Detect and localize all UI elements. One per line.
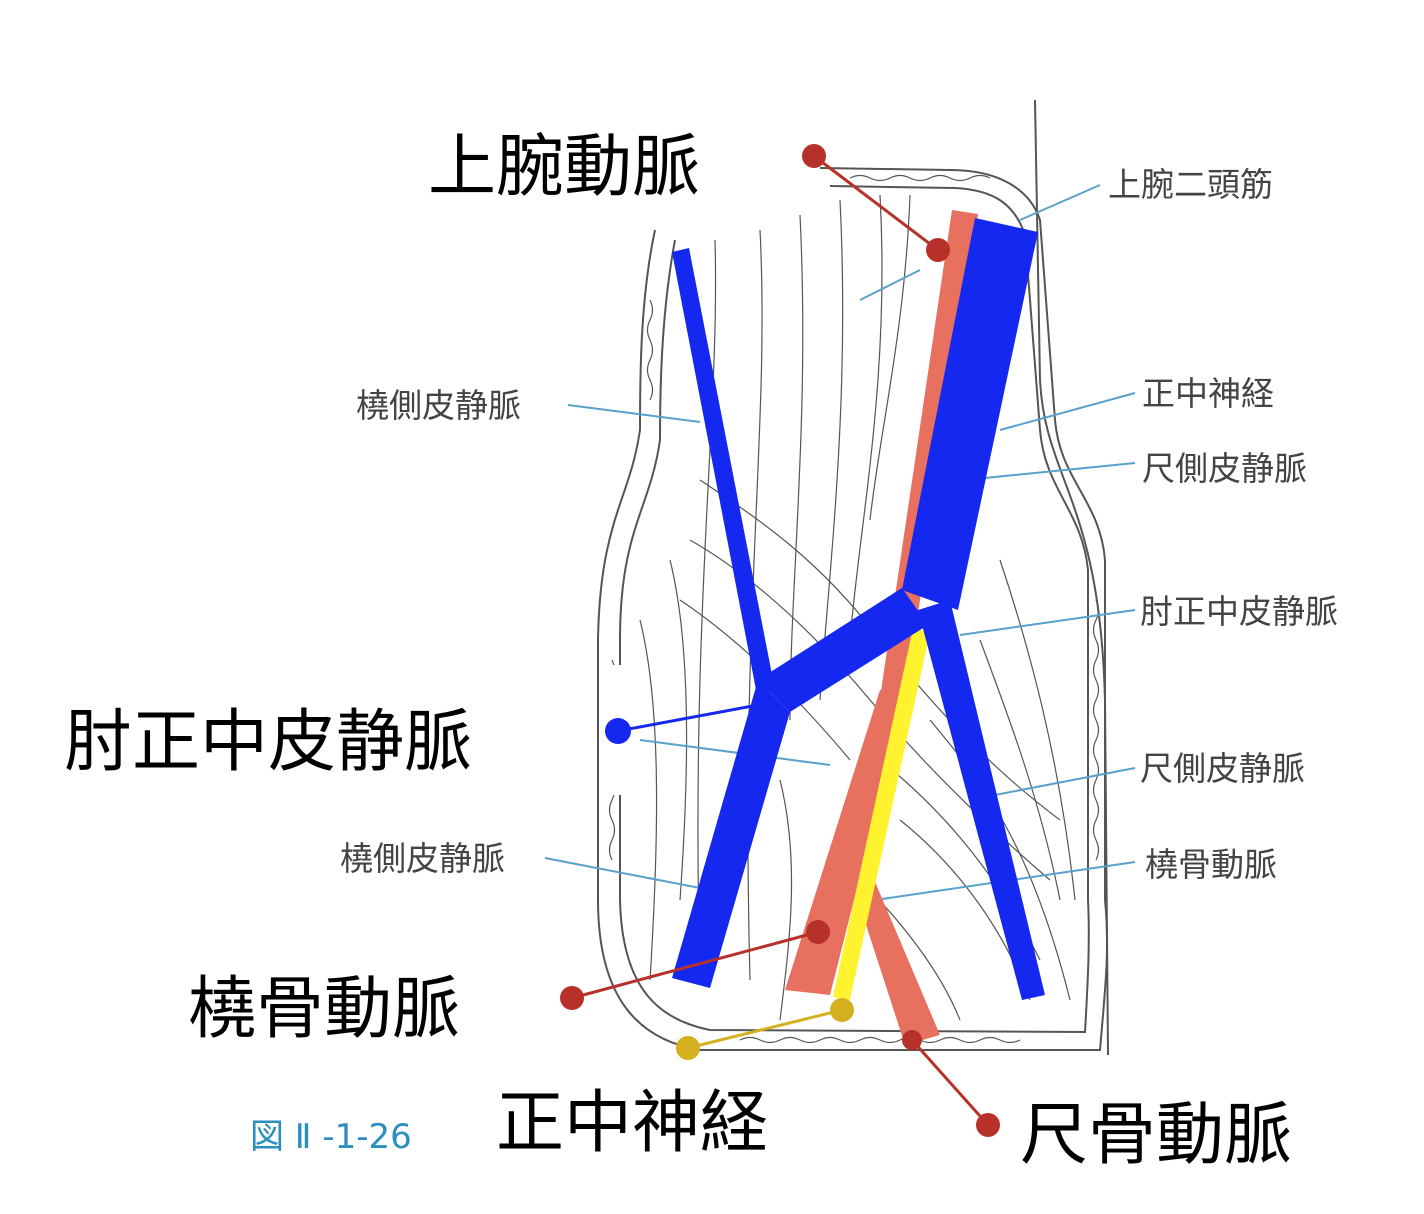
median-nerve-dot-start bbox=[676, 1036, 700, 1060]
radial-artery-dot-end bbox=[806, 920, 830, 944]
label-cephalic-vein-lower: 橈側皮静脈 bbox=[340, 839, 505, 878]
label-median-nerve-small: 正中神経 bbox=[1142, 374, 1274, 413]
illustration-leaders bbox=[544, 184, 1136, 901]
label-radial-artery: 橈骨動脈 bbox=[188, 970, 460, 1049]
label-basilic-vein-lower: 尺側皮静脈 bbox=[1140, 749, 1305, 788]
label-median-nerve: 正中神経 bbox=[496, 1084, 768, 1163]
label-brachial-artery: 上腕動脈 bbox=[428, 128, 700, 207]
brachial-artery-dot-start bbox=[802, 144, 826, 168]
label-basilic-vein-upper: 尺側皮静脈 bbox=[1142, 449, 1307, 488]
radial-artery-dot-start bbox=[560, 986, 584, 1010]
brachial-artery-dot-end bbox=[926, 238, 950, 262]
label-radial-artery-small: 橈骨動脈 bbox=[1145, 845, 1277, 884]
callout-labels: 上腕動脈 肘正中皮静脈 橈骨動脈 正中神経 尺骨動脈 bbox=[64, 128, 1292, 1175]
label-median-cubital-vein: 肘正中皮静脈 bbox=[64, 703, 472, 782]
basilic-vein-upper-shape bbox=[902, 218, 1038, 610]
callouts bbox=[560, 144, 1000, 1137]
basilic-vein-lower-shape bbox=[918, 600, 1045, 1000]
cephalic-vein-lower-shape bbox=[672, 680, 790, 988]
illustration-label-group: 上腕二頭筋 橈側皮静脈 正中神経 尺側皮静脈 肘正中皮静脈 尺側皮静脈 橈側皮静… bbox=[340, 165, 1338, 884]
cephalic-vein-upper-shape bbox=[672, 248, 775, 695]
ulnar-artery-dot-end bbox=[976, 1113, 1000, 1137]
label-biceps: 上腕二頭筋 bbox=[1108, 165, 1273, 204]
median-cubital-vein-shape bbox=[758, 588, 928, 712]
figure-caption: 図 Ⅱ -1-26 bbox=[250, 1117, 412, 1157]
radial-artery-shape bbox=[785, 690, 906, 995]
label-median-cubital-vein-small: 肘正中皮静脈 bbox=[1140, 592, 1338, 631]
vessels bbox=[672, 210, 1045, 1045]
median-nerve-shape bbox=[833, 628, 930, 1000]
ulnar-artery-dot-start bbox=[902, 1030, 922, 1050]
median-nerve-dot-end bbox=[830, 998, 854, 1022]
label-ulnar-artery: 尺骨動脈 bbox=[1020, 1096, 1292, 1175]
label-cephalic-vein-upper: 橈側皮静脈 bbox=[356, 386, 521, 425]
median-cubital-vein-dot bbox=[605, 718, 631, 744]
